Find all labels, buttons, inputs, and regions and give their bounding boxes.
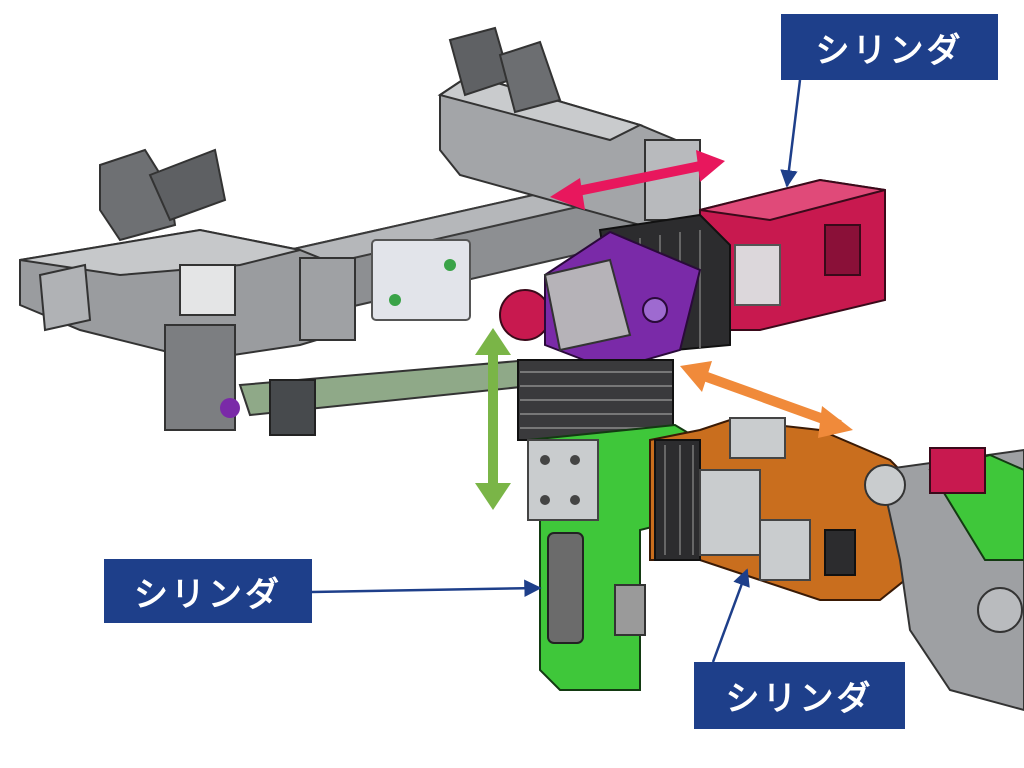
gray-frame bbox=[19, 26, 701, 436]
cylinder-label-top-right: シリンダ bbox=[781, 14, 998, 80]
leader-line-left bbox=[311, 579, 542, 598]
leader-line-top-right bbox=[780, 79, 802, 188]
cylinder-label-bottom-right: シリンダ bbox=[694, 662, 905, 729]
bellows bbox=[517, 359, 674, 441]
cylinder-label-left: シリンダ bbox=[104, 559, 312, 623]
gray-right-arm bbox=[864, 447, 1024, 712]
red-motion-arrow bbox=[550, 150, 725, 210]
orange-cylinder bbox=[649, 417, 931, 601]
leader-line-bottom-right bbox=[711, 568, 750, 663]
green-motion-arrow bbox=[475, 328, 511, 510]
purple-joint bbox=[543, 230, 702, 372]
orange-motion-arrow bbox=[680, 361, 853, 438]
